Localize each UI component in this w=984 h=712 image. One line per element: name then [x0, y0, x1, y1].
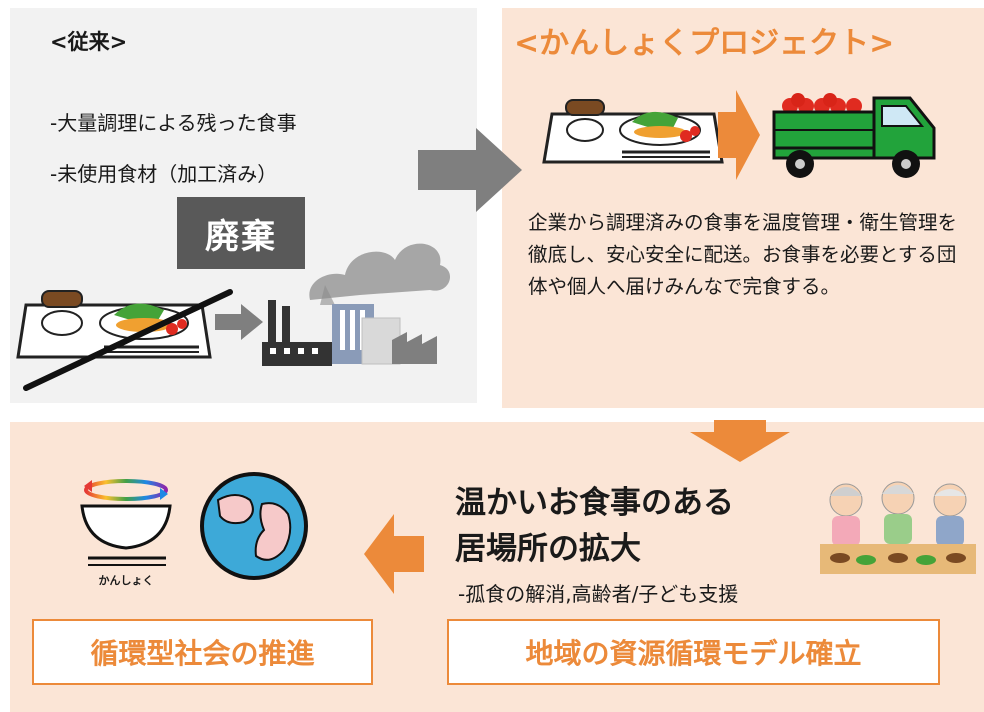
- meal-tray-icon: [542, 99, 724, 164]
- arrow-to-factory-icon: [215, 304, 263, 340]
- arrow-to-project-icon: [418, 128, 522, 212]
- meal-tray-icon: [16, 290, 212, 359]
- elderly-dining-icon: [820, 481, 976, 574]
- project-panel: [502, 8, 984, 408]
- smoke-icon: [309, 243, 451, 305]
- conventional-item-leftover: -大量調理による残った食事: [50, 111, 297, 135]
- circular-society-label: 循環型社会の推進: [32, 619, 373, 685]
- globe-icon: [200, 472, 308, 580]
- outcome-title-line2: 居場所の拡大: [455, 531, 641, 567]
- arrow-to-truck-icon: [718, 90, 760, 180]
- arrow-left-icon: [364, 514, 424, 594]
- disposal-label: 廃棄: [177, 197, 305, 269]
- factory-icon: [262, 300, 437, 366]
- regional-model-label: 地域の資源循環モデル確立: [447, 619, 940, 685]
- project-title: <かんしょくプロジェクト>: [514, 26, 895, 61]
- delivery-truck-icon: [772, 93, 936, 178]
- conventional-item-unused: -未使用食材（加工済み）: [50, 162, 278, 186]
- outcome-subtitle: -孤食の解消,高齢者/子ども支援: [458, 582, 739, 606]
- outcome-title-line1: 温かいお食事のある: [455, 485, 734, 521]
- cross-out-line: [23, 289, 233, 391]
- conventional-title: <従来>: [50, 30, 128, 54]
- project-description: 企業から調理済みの食事を温度管理・衛生管理を徹底し、安心安全に配送。お食事を必要…: [528, 211, 958, 298]
- kanshoku-logo-icon: [80, 479, 172, 566]
- outcome-title: 温かいお食事のある 居場所の拡大: [455, 480, 835, 572]
- arrow-down-icon: [690, 420, 790, 462]
- logo-label: かんしょく: [98, 574, 154, 587]
